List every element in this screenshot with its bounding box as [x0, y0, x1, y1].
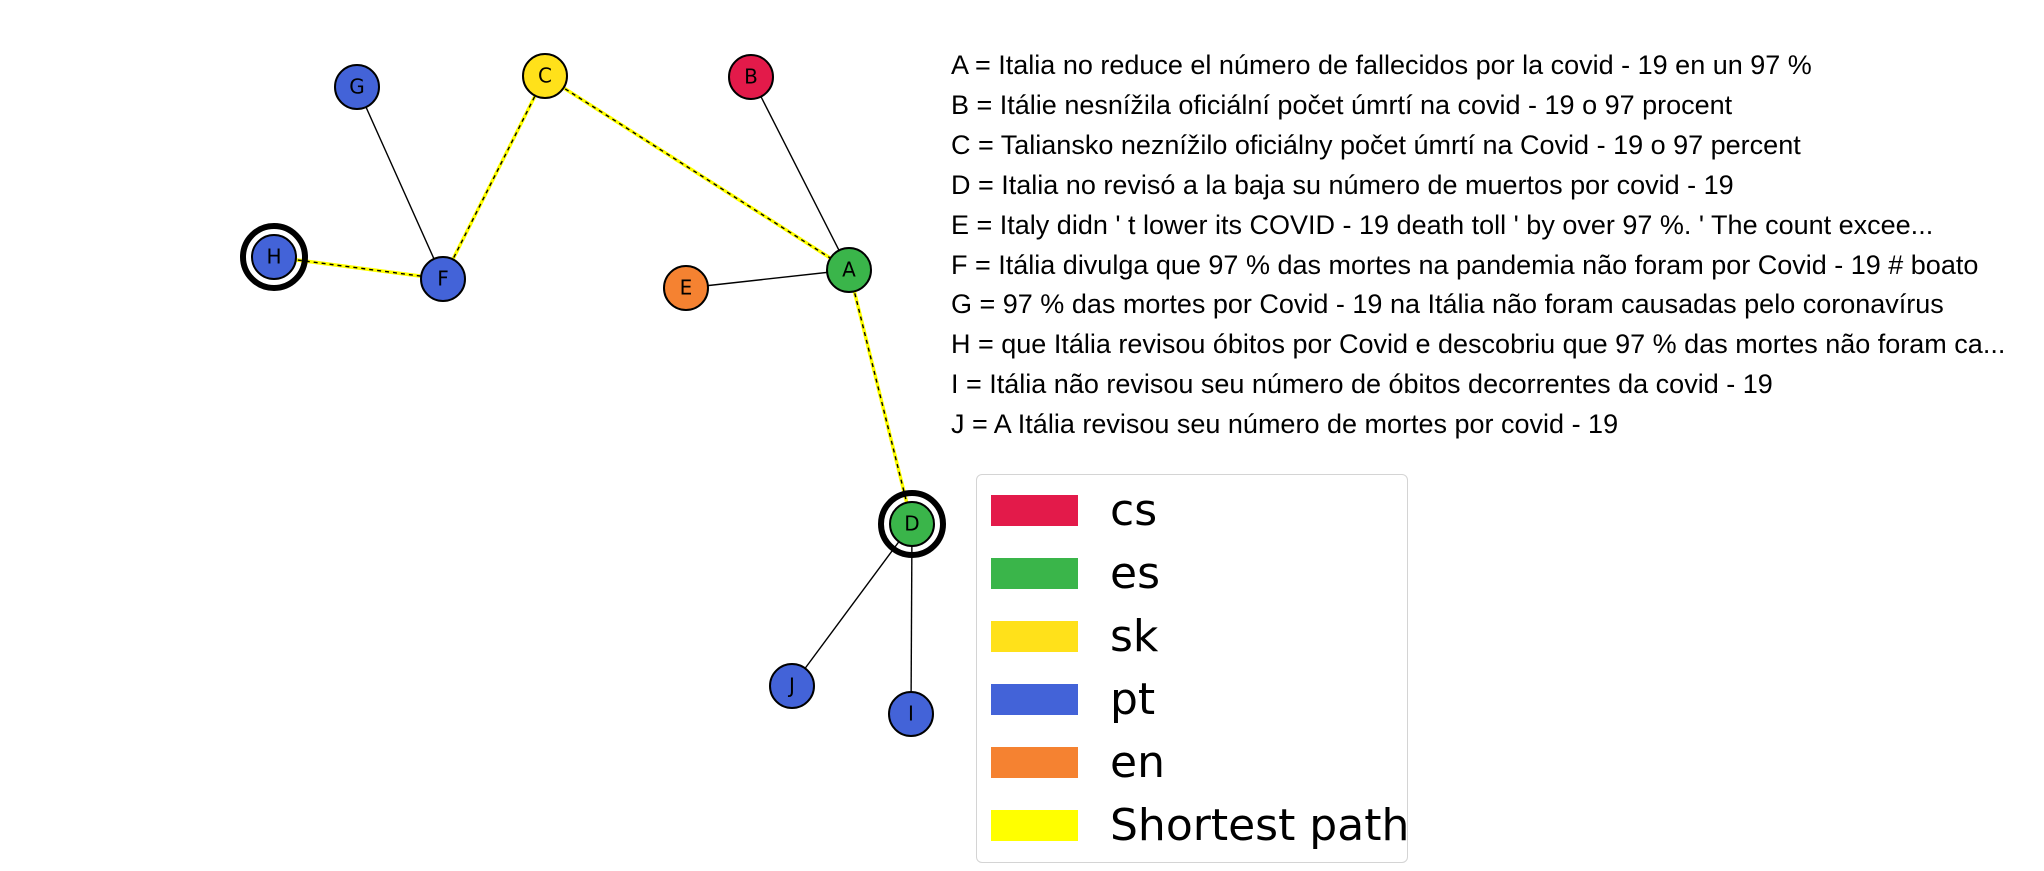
shortest-path-edge-dash-a-d	[848, 269, 913, 525]
shortest-path-edge-c-a	[544, 74, 850, 272]
node-description-i: I = Itália não revisou seu número de óbi…	[951, 369, 1773, 400]
node-d	[889, 501, 935, 547]
legend-item-en: en	[991, 731, 1165, 794]
legend-label-sk: sk	[1110, 611, 1159, 662]
legend: cs es sk pt en Shortest path	[976, 474, 1409, 863]
node-e	[663, 265, 709, 311]
legend-swatch-shortest-path	[991, 810, 1078, 841]
node-f	[420, 256, 466, 302]
node-description-list: A = Italia no reduce el número de fallec…	[951, 46, 2041, 445]
legend-label-cs: cs	[1110, 485, 1158, 536]
edge-b-a	[750, 76, 850, 271]
node-label-d: D	[904, 512, 919, 536]
node-label-a: A	[842, 258, 856, 282]
node-g	[334, 64, 380, 110]
node-h	[251, 234, 297, 280]
legend-item-pt: pt	[991, 668, 1155, 731]
node-label-h: H	[266, 245, 281, 269]
graph-nodes: A B C D E F G H I J	[240, 53, 946, 737]
node-description-g: G = 97 % das mortes por Covid - 19 na It…	[951, 289, 1944, 320]
legend-swatch-en	[991, 747, 1078, 778]
node-description-d: D = Italia no revisó a la baja su número…	[951, 169, 1734, 200]
edge-e-a	[685, 269, 850, 289]
node-description-a: A = Italia no reduce el número de fallec…	[951, 50, 1812, 80]
node-j	[769, 663, 815, 709]
legend-swatch-cs	[991, 495, 1078, 526]
node-description-j: J = A Itália revisou seu número de morte…	[951, 409, 1619, 440]
node-label-g: G	[349, 75, 365, 99]
legend-item-shortest-path: Shortest path	[991, 794, 1409, 857]
edge-g-f	[356, 86, 444, 280]
node-highlight-ring-h	[240, 223, 308, 291]
legend-label-en: en	[1110, 737, 1165, 788]
node-a	[826, 247, 872, 293]
node-c	[522, 53, 568, 99]
legend-item-es: es	[991, 542, 1160, 605]
node-description-c: C = Taliansko neznížilo oficiálny počet …	[951, 129, 1801, 160]
legend-swatch-pt	[991, 684, 1078, 715]
node-label-e: E	[680, 276, 693, 300]
node-label-b: B	[744, 65, 758, 89]
node-description-h: H = que Itália revisou óbitos por Covid …	[951, 329, 2006, 360]
legend-swatch-es	[991, 558, 1078, 589]
node-i	[888, 691, 934, 737]
node-label-j: J	[787, 674, 795, 698]
legend-label-pt: pt	[1110, 674, 1156, 725]
legend-swatch-sk	[991, 621, 1078, 652]
legend-label-shortest-path: Shortest path	[1110, 800, 1410, 851]
node-description-e: E = Italy didn ' t lower its COVID - 19 …	[951, 209, 1934, 240]
node-description-f: F = Itália divulga que 97 % das mortes n…	[951, 249, 1979, 280]
node-label-i: I	[908, 702, 914, 726]
legend-item-sk: sk	[991, 605, 1158, 668]
node-label-c: C	[538, 64, 552, 88]
node-label-f: F	[437, 267, 449, 291]
shortest-path-edge-dash-f-c	[442, 75, 546, 280]
legend-item-cs: cs	[991, 479, 1157, 542]
node-b	[728, 54, 774, 100]
node-description-b: B = Itálie nesnížila oficiální počet úmr…	[951, 89, 1733, 120]
node-highlight-ring-d	[878, 490, 946, 558]
legend-label-es: es	[1110, 548, 1160, 599]
graph-edges	[273, 74, 914, 715]
